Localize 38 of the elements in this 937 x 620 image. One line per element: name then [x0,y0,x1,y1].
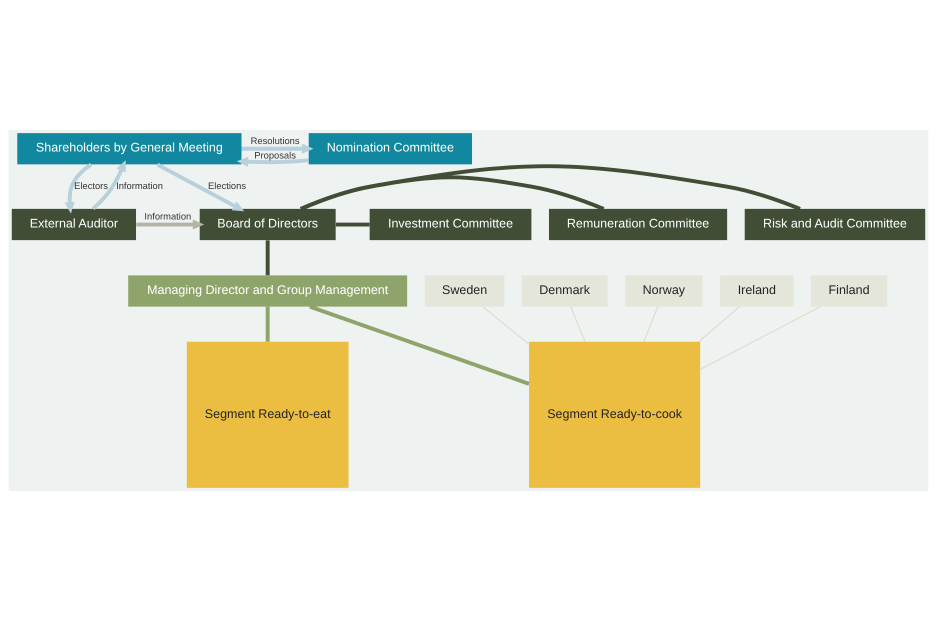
node-box: Sweden [424,274,504,306]
connector [309,304,530,386]
arrow [136,219,204,230]
arrow [64,162,92,214]
node-box: Ireland [720,274,794,306]
node-box: Denmark [522,274,608,306]
node-box: Managing Director and Group Management [128,274,408,306]
edge-label: Proposals [254,150,296,160]
connector [336,222,370,226]
edge-label: Elections [208,180,246,191]
connector [266,240,270,275]
arrow [236,156,309,166]
arrow [242,143,314,154]
node-box: Norway [625,274,703,306]
edge-label: Information [116,180,163,191]
connector [643,306,658,342]
connector [300,174,604,210]
node-box: Investment Committee [370,208,532,240]
edge-label: Electors [74,180,108,191]
edge-label: Resolutions [250,135,300,146]
connector [482,306,530,344]
connector [266,306,270,342]
node-box: Board of Directors [200,208,336,240]
node-box: Risk and Audit Committee [744,208,926,240]
node-box: External Auditor [12,208,136,240]
connector [698,306,740,342]
node-box: Segment Ready-to-cook [529,341,700,488]
arrow [156,162,244,211]
connector [300,164,801,210]
connector [700,306,821,370]
node-box: Shareholders by General Meeting [17,132,242,164]
node-box: Nomination Committee [308,132,472,164]
node-box: Finland [810,274,888,306]
arrow [92,160,126,210]
connector [570,306,586,342]
edge-label: Information [144,211,192,222]
node-box: Remuneration Committee [548,208,728,240]
node-box: Segment Ready-to-eat [186,341,349,488]
